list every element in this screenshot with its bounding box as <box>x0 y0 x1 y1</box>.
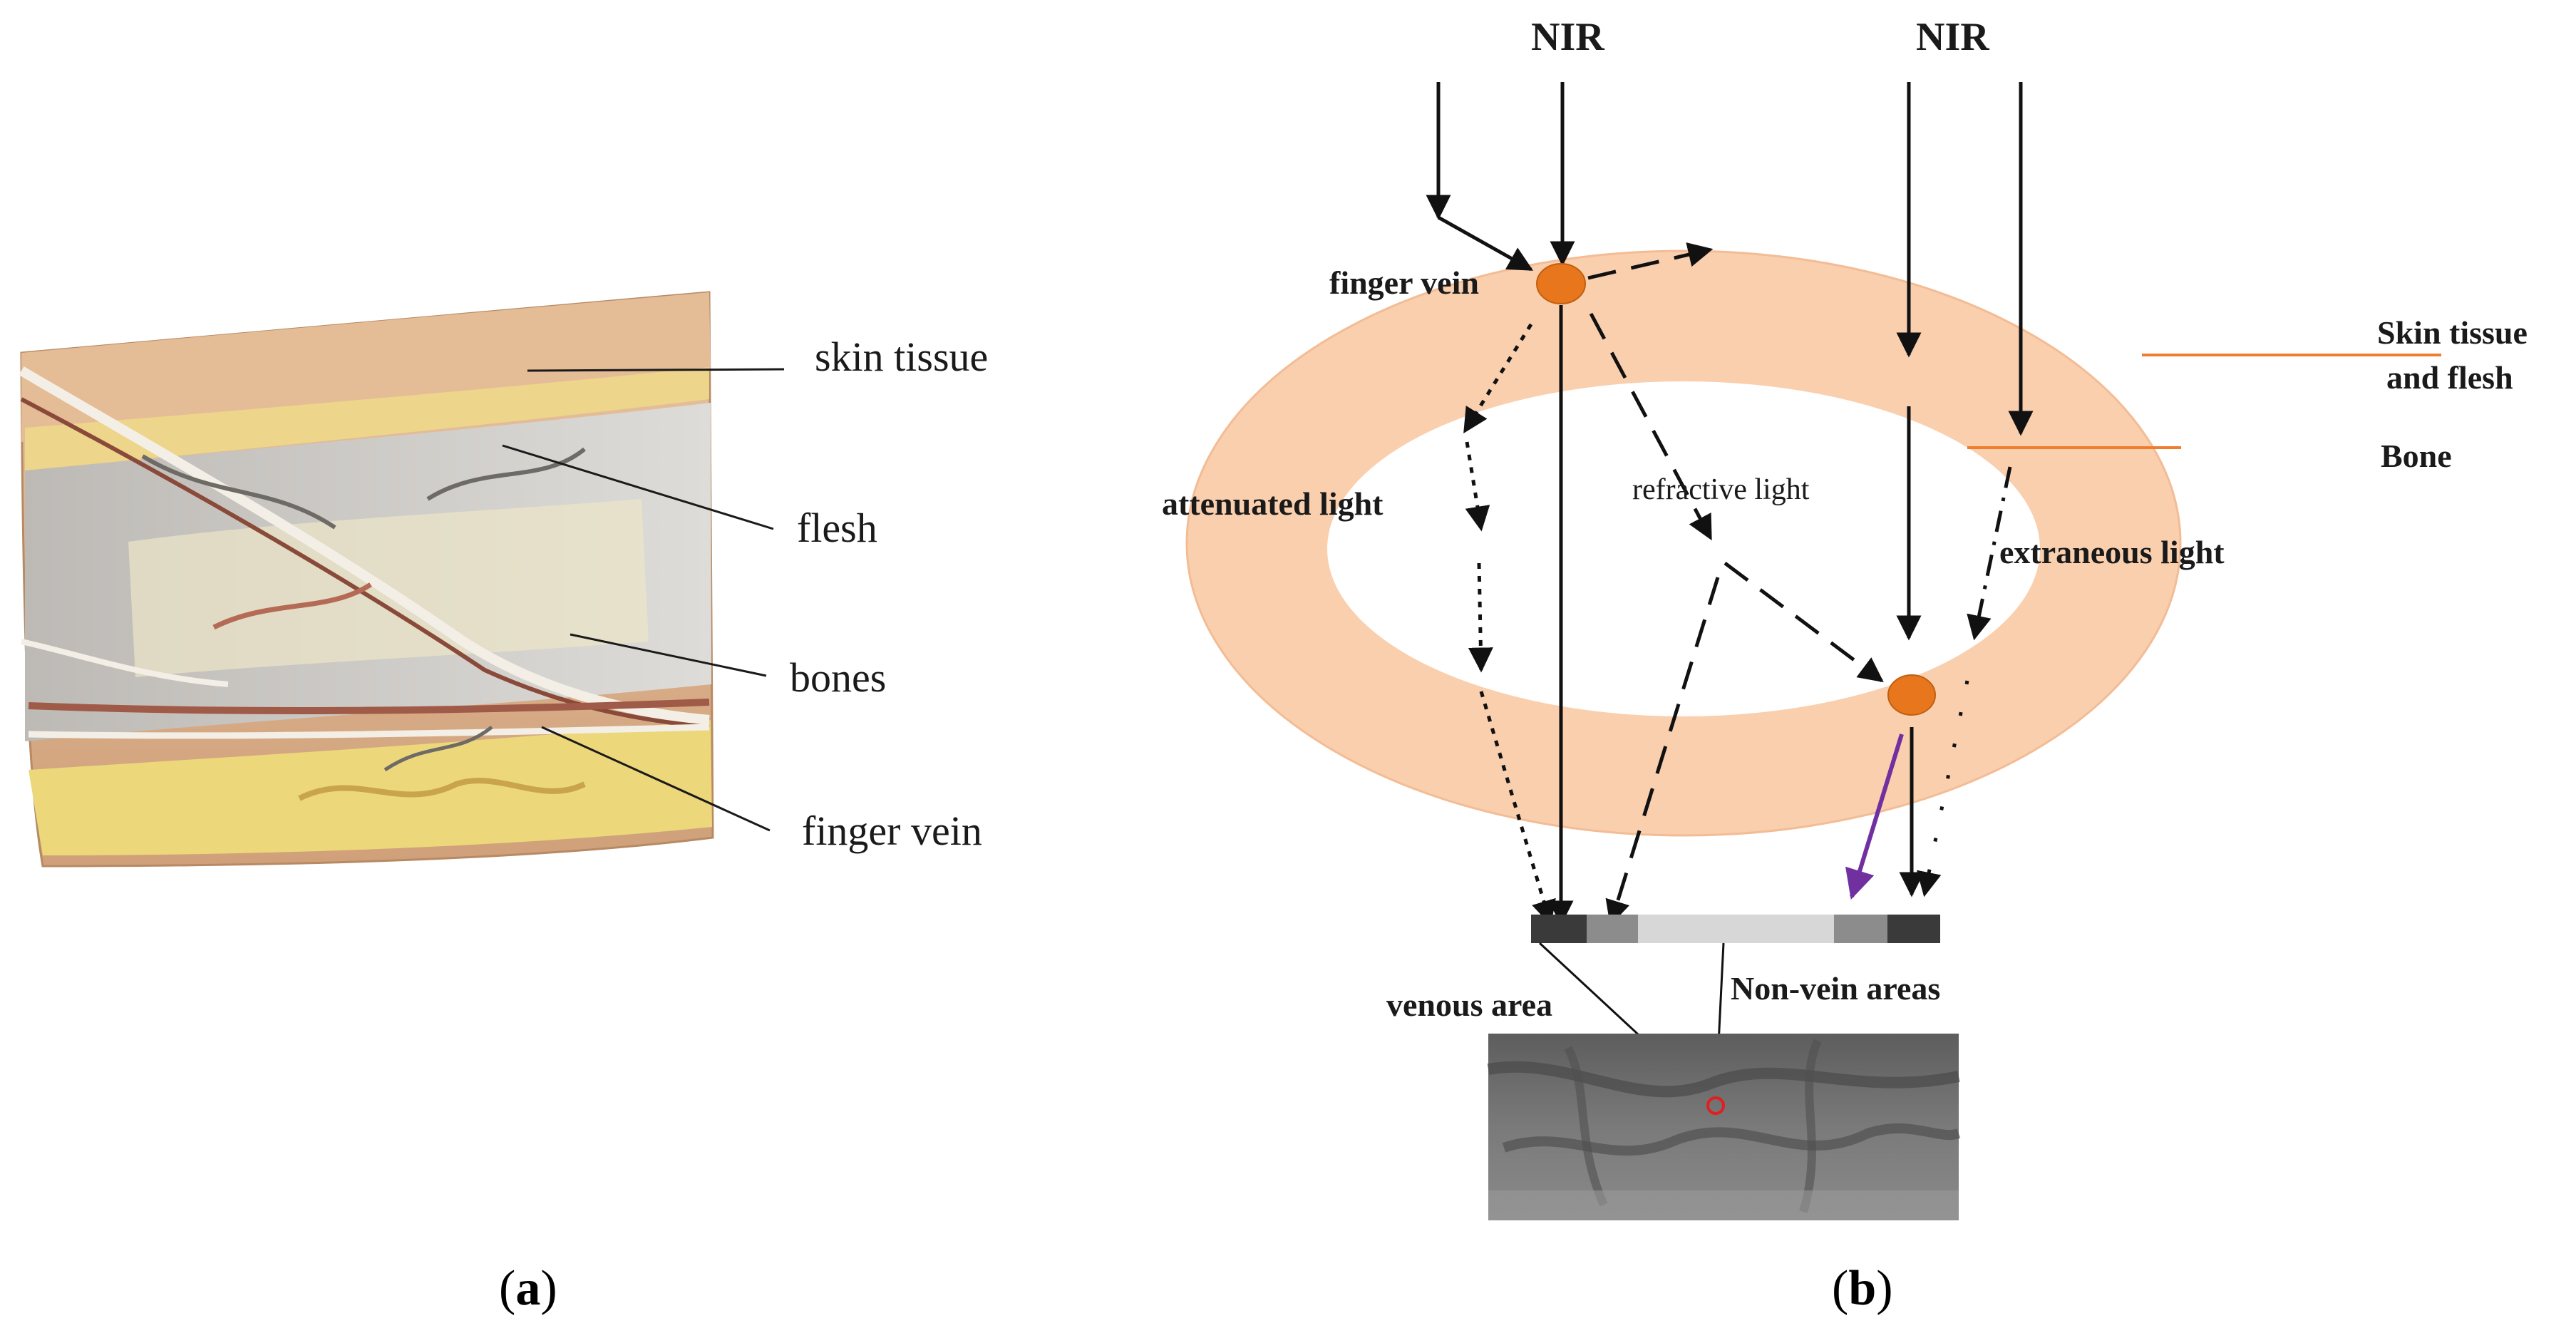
label-finger-vein: finger vein <box>802 808 982 854</box>
label-skin-tissue-line2: and flesh <box>2386 359 2513 396</box>
finger-vein-dot-lower <box>1887 674 1936 716</box>
captured-vein-image <box>1487 1034 1961 1220</box>
vessel-curve <box>28 724 710 739</box>
scatter-arrow-right <box>1587 242 1714 280</box>
sensor-gradient-segment-right <box>1834 915 1887 943</box>
vessel-curve <box>426 447 586 501</box>
vessel-curve <box>141 454 336 530</box>
label-extraneous-light: extraneous light <box>1999 534 2225 570</box>
skin-layer <box>21 292 711 442</box>
vein-image-marker <box>1706 1096 1725 1115</box>
attenuated-light-arrow-3 <box>1468 562 1493 673</box>
vessel-curve <box>20 397 710 729</box>
attenuated-light-arrow-2 <box>1465 441 1490 532</box>
label-skin-tissue-line1: Skin tissue <box>2377 314 2528 351</box>
fat-detail <box>298 778 586 801</box>
vessel-curve <box>21 639 229 687</box>
label-nir-right: NIR <box>1916 15 1989 59</box>
bone-inner-ellipse <box>1327 381 2040 716</box>
sensor-venous-segment <box>1531 915 1587 943</box>
panel-b-nir-schematic: NIR NIR finger vein attenuated light ref… <box>1162 15 2528 1316</box>
finger-vein-dot-upper <box>1536 263 1586 304</box>
sensor-gradient-segment <box>1587 915 1638 943</box>
leader-finger-vein <box>541 726 771 832</box>
vein-image-pattern <box>1799 1039 1822 1213</box>
purple-arrow <box>1845 734 1904 900</box>
leader-bones <box>570 633 767 677</box>
label-bones: bones <box>790 654 886 701</box>
caption-a: (a) <box>499 1261 557 1316</box>
label-venous-area: venous area <box>1386 987 1552 1023</box>
vessel-curve <box>212 582 372 630</box>
vein-image-pattern <box>1564 1046 1608 1207</box>
caption-b: (b) <box>1832 1261 1893 1316</box>
label-nir-left: NIR <box>1531 15 1604 59</box>
vein-image-bottom-glow <box>1488 1190 1959 1220</box>
nir-beam-left-1b <box>1437 215 1534 272</box>
label-flesh: flesh <box>797 505 877 551</box>
label-finger-vein-b: finger vein <box>1329 264 1479 301</box>
leader-flesh <box>502 444 774 530</box>
label-attenuated-light: attenuated light <box>1162 485 1384 522</box>
sensor-venous-segment-right <box>1887 915 1940 943</box>
attenuated-light-arrow-1 <box>1463 323 1533 433</box>
vein-image-pattern <box>1487 1061 1960 1098</box>
attenuated-light-arrow-4 <box>1479 691 1556 926</box>
vessel-curve <box>28 699 710 714</box>
extraneous-light-arrow-1 <box>1967 466 2012 641</box>
refractive-light-arrow-2 <box>1724 562 1884 683</box>
refractive-light-arrow-3 <box>1605 577 1720 926</box>
label-skin-tissue: skin tissue <box>815 334 988 380</box>
label-bone: Bone <box>2381 438 2452 474</box>
fat-layer-upper <box>25 367 709 470</box>
sensor-strip <box>1531 915 1940 943</box>
caption-a-letter: a <box>515 1261 540 1316</box>
vessel-curve <box>383 726 493 772</box>
label-non-vein-areas: Non-vein areas <box>1731 970 1940 1007</box>
leader-skin-tissue <box>527 368 785 372</box>
label-refractive-light: refractive light <box>1632 473 1810 506</box>
sensor-light-segment <box>1638 915 1834 943</box>
caption-b-letter: b <box>1848 1261 1876 1316</box>
panel-a-anatomy-illustration: skin tissue flesh bones finger vein (a) <box>19 291 988 1316</box>
